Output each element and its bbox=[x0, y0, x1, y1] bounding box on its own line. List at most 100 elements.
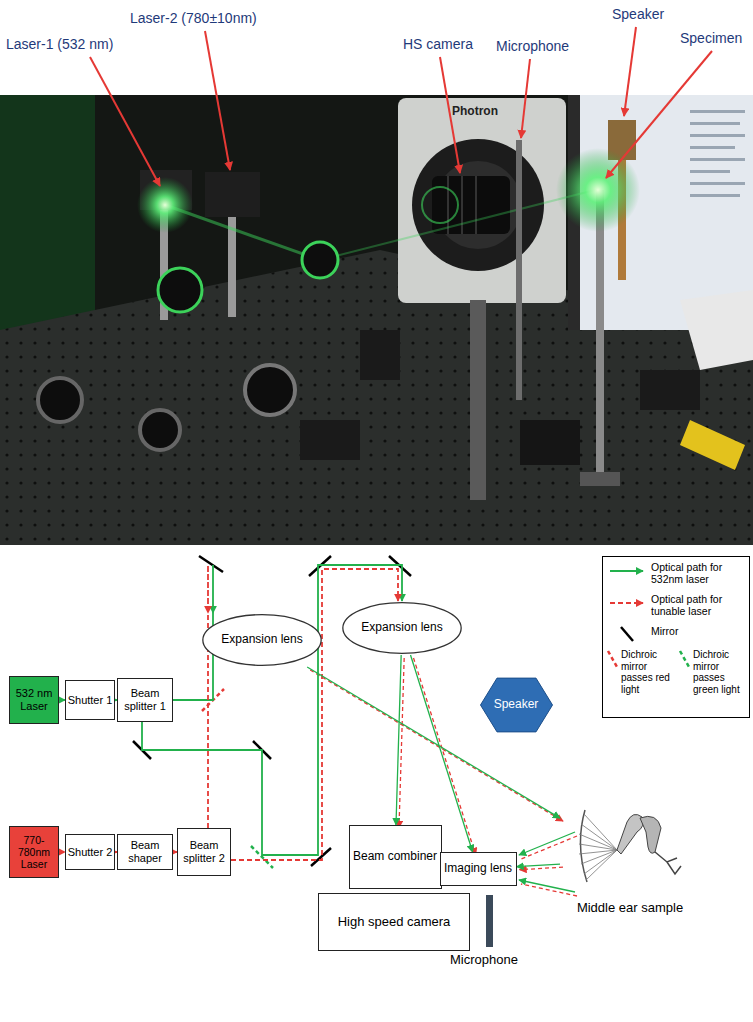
legend-swatch bbox=[621, 627, 633, 641]
photo-label: Laser-2 (780±10nm) bbox=[130, 10, 257, 26]
middle-ear-drawing bbox=[580, 810, 587, 882]
node-text: Expansion lens bbox=[221, 633, 302, 647]
reflected-rays bbox=[521, 884, 577, 896]
node-text: Beam combiner bbox=[353, 850, 437, 864]
photo-label: Laser-1 (532 nm) bbox=[6, 36, 113, 52]
lab-photo bbox=[690, 194, 740, 197]
node-text: 770-780nm Laser bbox=[10, 834, 58, 870]
laser-source: 532 nm Laser bbox=[9, 676, 59, 724]
lab-photo bbox=[690, 110, 745, 113]
node-text: Middle ear sample bbox=[577, 901, 683, 916]
node-text: Beam shaper bbox=[118, 839, 172, 864]
photo-label: Specimen bbox=[680, 30, 742, 46]
label-text: Microphone bbox=[450, 952, 518, 967]
label-text: Specimen bbox=[680, 30, 742, 46]
middle-ear-drawing bbox=[584, 814, 617, 850]
lab-photo bbox=[412, 139, 544, 271]
expansion-lens: Expansion lens bbox=[341, 601, 463, 655]
brand-text: Photron bbox=[452, 104, 498, 118]
green-beam-path bbox=[411, 655, 473, 852]
mirror bbox=[311, 848, 331, 866]
beam-shaper-box: Beam shaper bbox=[117, 834, 173, 870]
lab-photo bbox=[475, 176, 477, 234]
lab-photo bbox=[461, 176, 463, 234]
middle-ear-drawing bbox=[617, 814, 643, 854]
photo-label: Speaker bbox=[612, 6, 664, 22]
laser-source: 770-780nm Laser bbox=[9, 826, 59, 878]
part-label: Microphone bbox=[450, 952, 518, 967]
node-text: Shutter 2 bbox=[68, 846, 113, 859]
reflected-rays bbox=[519, 832, 575, 855]
legend-text: Mirror bbox=[651, 625, 749, 637]
camera-box: High speed camera bbox=[318, 893, 470, 951]
label-text: HS camera bbox=[403, 36, 473, 52]
leader-arrows bbox=[521, 59, 530, 138]
mirror bbox=[199, 556, 223, 572]
legend-swatch bbox=[610, 602, 643, 604]
speaker-hexagon-outline bbox=[480, 678, 552, 732]
lab-photo bbox=[320, 190, 595, 260]
lab-photo bbox=[158, 268, 202, 312]
reflected-rays bbox=[521, 836, 577, 859]
lab-photo bbox=[690, 158, 745, 161]
tunable-beam-path bbox=[310, 670, 563, 821]
node-text: Shutter 1 bbox=[68, 694, 113, 707]
legend-text: Optical path for 532nm laser bbox=[651, 561, 749, 585]
leader-arrows bbox=[624, 27, 636, 116]
lab-photo bbox=[205, 172, 260, 217]
legend-swatch bbox=[607, 625, 647, 651]
tunable-beam-path bbox=[520, 867, 564, 870]
lab-photo bbox=[556, 148, 640, 232]
reflected-rays bbox=[519, 832, 577, 896]
middle-ear-drawing bbox=[586, 850, 617, 880]
lab-photo bbox=[640, 370, 700, 410]
speaker-hexagon: Speaker bbox=[479, 677, 554, 733]
expansion-lens-outline bbox=[203, 615, 321, 666]
middle-ear-drawing bbox=[640, 816, 661, 853]
middle-ear-drawing bbox=[579, 844, 617, 850]
legend-text: Dichroic mirror passes green light bbox=[693, 649, 747, 695]
label-text: Microphone bbox=[496, 38, 569, 54]
shutter-box: Shutter 1 bbox=[65, 680, 115, 720]
shutter-box: Shutter 2 bbox=[65, 834, 115, 870]
leader-arrows bbox=[90, 27, 712, 186]
legend-swatch bbox=[680, 651, 689, 667]
lab-photo bbox=[690, 182, 745, 185]
lab-photo bbox=[137, 177, 193, 233]
lab-photo bbox=[580, 472, 620, 486]
lab-photo bbox=[690, 134, 745, 137]
expansion-lens-outline bbox=[343, 603, 461, 654]
lab-photo bbox=[300, 420, 360, 460]
mirror bbox=[389, 556, 411, 576]
middle-ear-drawing bbox=[575, 800, 685, 890]
lab-photo bbox=[596, 190, 604, 475]
leader-arrows bbox=[205, 31, 230, 170]
photo-label: HS camera bbox=[403, 36, 473, 52]
lab-photo bbox=[516, 140, 522, 400]
lab-photo bbox=[422, 187, 458, 223]
mirror bbox=[133, 556, 411, 866]
green-beam-path bbox=[396, 655, 401, 825]
middle-ear-drawing bbox=[655, 852, 681, 874]
lab-photo bbox=[432, 176, 510, 234]
lab-photo bbox=[680, 420, 745, 470]
green-beam-path bbox=[517, 864, 561, 867]
label-text: Speaker bbox=[612, 6, 664, 22]
lab-photo bbox=[0, 95, 753, 545]
lab-photo bbox=[690, 146, 735, 149]
lab-photo bbox=[302, 242, 338, 278]
label-text: Laser-2 (780±10nm) bbox=[130, 10, 257, 26]
photo-label: Microphone bbox=[496, 38, 569, 54]
middle-ear-sample: Middle ear sample bbox=[560, 800, 700, 920]
lab-photo bbox=[245, 365, 295, 415]
tunable-beam-path bbox=[207, 565, 209, 828]
legend-text: Dichroic mirror passes red light bbox=[621, 649, 675, 695]
microphone-bar bbox=[486, 895, 493, 947]
lab-photo bbox=[680, 290, 753, 370]
node-text: Beam splitter 2 bbox=[178, 839, 230, 864]
label-text: Laser-1 (532 nm) bbox=[6, 36, 113, 52]
imaging-lens-box: Imaging lens bbox=[440, 852, 517, 886]
green-beam-path bbox=[307, 667, 560, 818]
leader-arrows bbox=[90, 57, 160, 186]
